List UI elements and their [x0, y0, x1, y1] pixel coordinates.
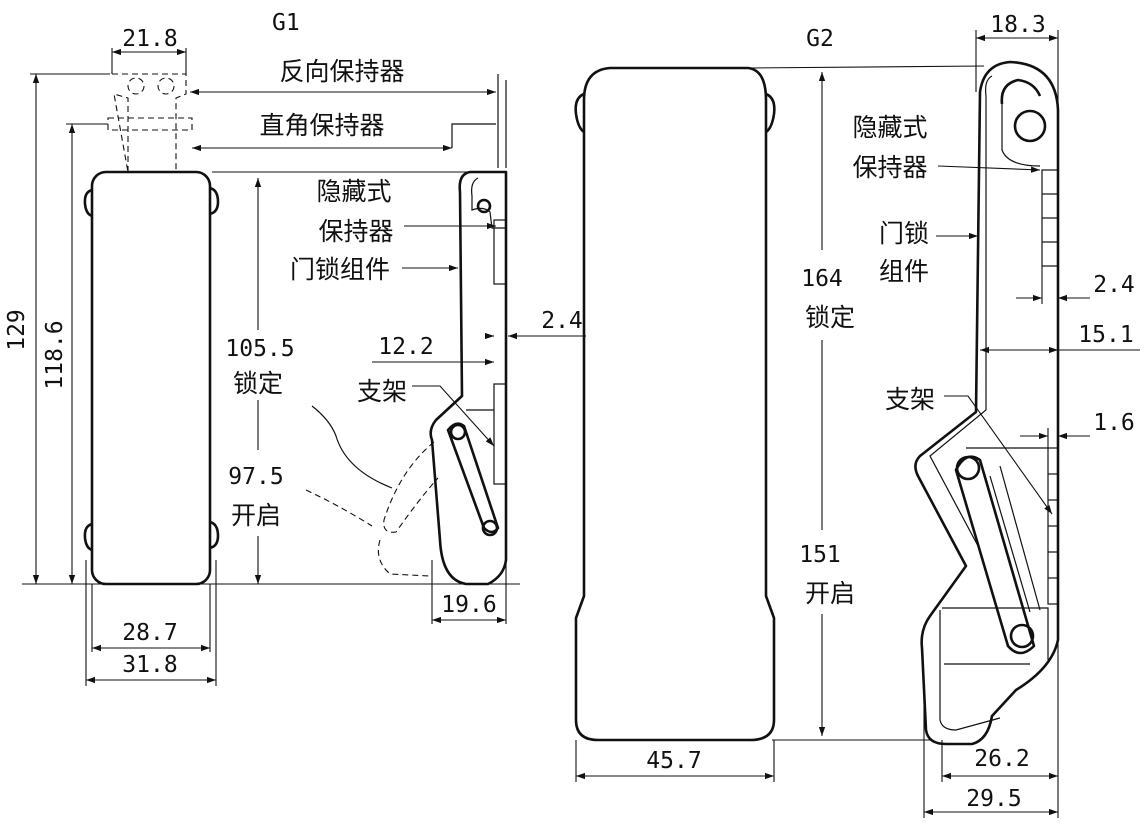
g2-locked-label: 锁定 — [805, 303, 855, 332]
g1-bracket-leader — [412, 385, 495, 447]
g2-side-profile — [914, 60, 1060, 746]
g1-hidden-holder-1: 隐藏式 — [316, 177, 391, 206]
g1-ear-br — [209, 520, 220, 550]
g1-open-pos-2 — [377, 539, 431, 577]
g2-hidden-holder-2: 保持器 — [852, 153, 927, 182]
g2-bracket-leader — [944, 395, 1053, 515]
g2-pin-top — [1013, 109, 1047, 143]
view-g1: G1 129 118.6 21.8 反向保持器 直角保持器 — [4, 10, 586, 686]
g1-open-label: 开启 — [231, 501, 281, 530]
g2-dim-15-1-text: 15.1 — [1078, 322, 1133, 348]
g1-bracket-label: 支架 — [357, 377, 407, 406]
g1-lever — [446, 422, 500, 534]
g2-open-value: 151 — [799, 542, 841, 568]
g1-side-outline — [429, 170, 508, 586]
g2-hook-top — [1000, 78, 1042, 105]
g2-hidden-holder-1: 隐藏式 — [852, 113, 927, 142]
g1-hinge-bottom — [493, 383, 507, 485]
g1-hinge-top — [493, 219, 507, 285]
g1-reverse-holder-label: 反向保持器 — [279, 57, 404, 86]
g2-lock-assembly-1: 门锁 — [879, 219, 929, 248]
g1-locked-label: 锁定 — [233, 369, 283, 398]
g1-ear-bl — [83, 522, 93, 552]
g2-bracket-label: 支架 — [885, 385, 935, 414]
g1-lock-assembly: 门锁组件 — [290, 255, 390, 284]
g1-dim-31-8-text: 31.8 — [122, 652, 177, 678]
g2-inner-line — [929, 75, 993, 547]
g1-ra-bracket — [451, 123, 496, 148]
g1-keeper-hole-2 — [157, 77, 175, 95]
g2-lever-pin-2 — [1009, 623, 1035, 649]
g1-keeper-tab — [112, 73, 187, 173]
g1-ear-tl — [83, 188, 93, 218]
g2-dim-29-5-text: 29.5 — [966, 786, 1021, 812]
g1-dim-129-text: 129 — [4, 309, 30, 351]
g1-dim-2-4-text: 2.4 — [541, 308, 583, 334]
g2-ear-l — [574, 92, 585, 134]
g2-dim-2-4-text: 2.4 — [1093, 272, 1135, 298]
g2-dim-26-2-text: 26.2 — [974, 746, 1029, 772]
g2-title: G2 — [806, 26, 834, 52]
g2-dim-18-3-text: 18.3 — [990, 12, 1045, 38]
g2-ear-r — [765, 92, 776, 134]
g1-keeper-hole-1 — [127, 77, 145, 95]
view-g2: G2 164 锁定 151 开启 45.7 — [574, 12, 1140, 818]
g1-ear-tr — [209, 186, 220, 216]
g1-dim-118-text: 118.6 — [42, 320, 68, 389]
g2-dim-1-6-text: 1.6 — [1093, 410, 1135, 436]
g1-side-profile — [305, 74, 508, 586]
g2-lower-profile — [939, 610, 1001, 731]
g1-open-arc — [305, 489, 373, 527]
g2-lock-assembly-2: 组件 — [879, 257, 929, 286]
g1-locked-value: 105.5 — [225, 336, 294, 362]
g1-dim-19-6-text: 19.6 — [441, 592, 496, 618]
g2-link — [999, 465, 1041, 611]
g2-ext-top — [747, 65, 985, 69]
g1-right-angle-label: 直角保持器 — [259, 111, 384, 140]
g1-open-value: 97.5 — [228, 464, 283, 490]
g2-hook-inner — [1001, 104, 1041, 167]
g1-hidden-holder-2: 保持器 — [318, 217, 393, 246]
g1-lever-pin-2 — [481, 519, 499, 537]
g1-title: G1 — [272, 10, 300, 36]
g1-pin-top — [476, 198, 492, 214]
g2-link-2 — [989, 475, 1031, 613]
g2-locked-value: 164 — [801, 266, 843, 292]
g1-open-pos-1 — [383, 441, 439, 533]
g2-side-outline — [914, 60, 1060, 746]
g2-open-label: 开启 — [805, 579, 855, 608]
g1-lever-pin-1 — [449, 423, 467, 441]
g2-lever — [954, 455, 1036, 655]
g1-dim-28-7-text: 28.7 — [122, 620, 177, 646]
g2-handle-body — [574, 66, 776, 742]
g1-handle-body — [90, 170, 212, 586]
g1-dim-21-8-text: 21.8 — [122, 26, 177, 52]
g2-dim-45-7-text: 45.7 — [646, 748, 701, 774]
g1-dim-12-2-text: 12.2 — [378, 334, 433, 360]
g2-lever-pin-1 — [955, 455, 981, 481]
g2-hidden-holder-leader — [937, 165, 1041, 173]
g2-bracket-body — [942, 447, 1049, 665]
g1-wavy — [311, 405, 393, 489]
